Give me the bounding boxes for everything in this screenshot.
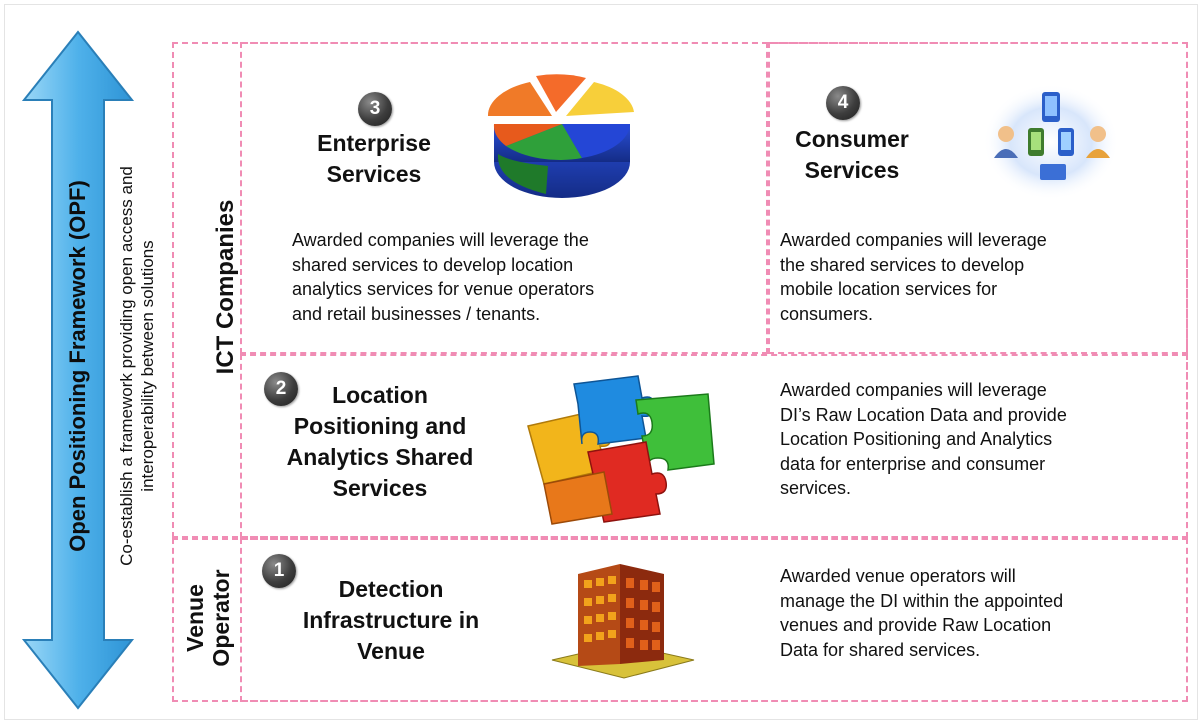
description-line: services. [780, 478, 852, 498]
title-line: Services [326, 161, 422, 187]
description-line: Awarded companies will leverage [780, 230, 1047, 250]
detection-infrastructure-description: Awarded venue operators will manage the … [780, 564, 1180, 662]
description-line: Awarded venue operators will [780, 566, 1016, 586]
title-line: Infrastructure in [302, 607, 480, 633]
double-arrow-icon [21, 30, 135, 710]
venue-operator-label: Venue Operator [182, 569, 234, 666]
building-icon [551, 564, 695, 679]
puzzle-icon [527, 375, 715, 525]
description-line: Awarded companies will leverage [780, 380, 1047, 400]
framework-subtitle: Co-establish a framework providing open … [116, 166, 158, 566]
shared-services-description: Awarded companies will leverage DI’s Raw… [780, 378, 1180, 501]
consumer-services-description: Awarded companies will leverage the shar… [780, 228, 1180, 326]
consumer-services-title: Consumer Services [776, 124, 928, 186]
framework-title: Open Positioning Framework (OPF) [65, 180, 90, 552]
title-line: Detection [338, 576, 444, 602]
diagram-frame [4, 4, 1198, 720]
step-badge-2: 2 [264, 372, 298, 406]
title-line: Services [804, 157, 900, 183]
step-badge-4: 4 [826, 86, 860, 120]
title-line: Venue [357, 638, 425, 664]
detection-infrastructure-title: Detection Infrastructure in Venue [278, 574, 504, 667]
description-line: Awarded companies will leverage the [292, 230, 589, 250]
title-line: Analytics Shared [286, 444, 474, 470]
description-line: Data for shared services. [780, 639, 981, 660]
description-line: shared services to develop location [292, 254, 574, 275]
framework-subtitle-line: interoperability between solutions [138, 240, 157, 492]
ict-companies-label: ICT Companies [212, 199, 239, 375]
enterprise-cell-box [240, 42, 768, 354]
detection-cell-box [240, 538, 1188, 702]
description-line: mobile location services for [780, 279, 998, 299]
title-line: Enterprise [317, 130, 431, 156]
mobile-users-icon [983, 84, 1119, 200]
description-line: manage the DI within the appointed [780, 590, 1064, 611]
venue-operator-label-line: Operator [208, 569, 234, 667]
pie-chart-icon [487, 74, 634, 198]
shared-services-cell-box [240, 354, 1188, 538]
enterprise-services-description: Awarded companies will leverage the shar… [292, 228, 752, 326]
description-line: Location Positioning and Analytics [780, 429, 1053, 449]
step-badge-3: 3 [358, 92, 392, 126]
description-line: data for enterprise and consumer [780, 453, 1046, 474]
description-line: venues and provide Raw Location [780, 615, 1052, 635]
description-line: consumers. [780, 303, 874, 324]
step-badge-1: 1 [262, 554, 296, 588]
title-line: Services [332, 475, 428, 501]
consumer-cell-box [768, 42, 1188, 354]
description-line: analytics services for venue operators [292, 279, 595, 299]
title-line: Positioning and [293, 413, 467, 439]
description-line: and retail businesses / tenants. [292, 303, 541, 324]
venue-operator-label-line: Venue [182, 584, 208, 652]
title-line: Consumer [795, 126, 909, 152]
shared-services-title: Location Positioning and Analytics Share… [266, 380, 494, 504]
framework-subtitle-line: Co-establish a framework providing open … [117, 166, 136, 566]
description-line: DI’s Raw Location Data and provide [780, 404, 1067, 425]
description-line: the shared services to develop [780, 254, 1025, 275]
title-line: Location [332, 382, 428, 408]
enterprise-services-title: Enterprise Services [288, 128, 460, 190]
